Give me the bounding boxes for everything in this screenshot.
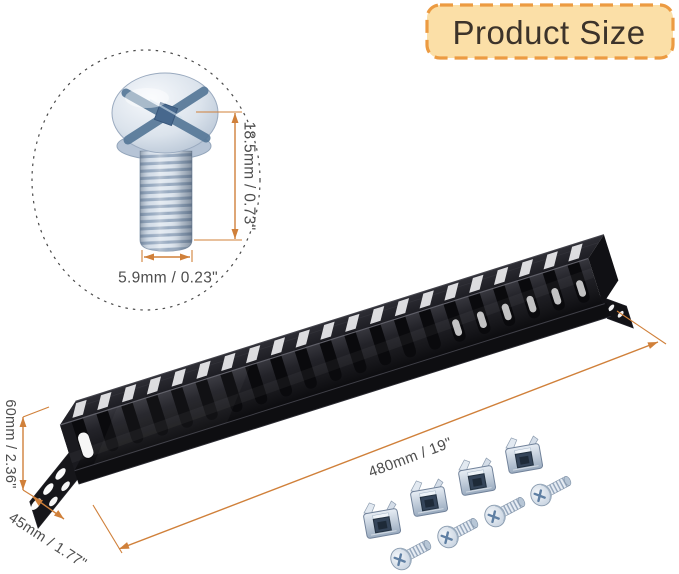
mounting-screw bbox=[385, 532, 437, 574]
cage-nut bbox=[407, 475, 449, 518]
panel-length-label: 480mm / 19" bbox=[366, 434, 454, 481]
screw-photo bbox=[111, 72, 219, 252]
top-slot bbox=[171, 368, 186, 387]
arrowhead-icon bbox=[53, 510, 64, 519]
slot-see-through bbox=[501, 303, 512, 321]
banner: Product Size bbox=[425, 3, 675, 60]
slot-see-through bbox=[452, 319, 463, 336]
cage-nut bbox=[455, 454, 497, 497]
banner-title: Product Size bbox=[452, 14, 645, 51]
top-slot bbox=[543, 251, 558, 270]
front-slot bbox=[393, 315, 417, 358]
panel-depth-label: 45mm / 1.77" bbox=[6, 510, 90, 572]
top-slot bbox=[295, 329, 310, 348]
front-slot bbox=[195, 377, 218, 420]
top-slot bbox=[246, 345, 261, 364]
top-slot bbox=[518, 259, 534, 278]
slot-see-through bbox=[576, 280, 587, 297]
front-slot bbox=[269, 354, 293, 397]
front-slot bbox=[120, 401, 144, 444]
front-slot bbox=[368, 323, 392, 366]
top-slot bbox=[469, 274, 484, 293]
top-slot bbox=[72, 399, 87, 418]
finger-slots bbox=[71, 243, 590, 460]
panel-flange bbox=[74, 302, 611, 485]
dimension-arrowheads bbox=[19, 113, 658, 549]
top-slot bbox=[122, 384, 137, 403]
top-slot bbox=[568, 243, 583, 262]
front-slot bbox=[170, 385, 193, 428]
screw-diameter-label: 5.9mm / 0.23" bbox=[118, 269, 218, 286]
arrowhead-icon bbox=[231, 229, 239, 239]
arrowhead-icon bbox=[19, 480, 27, 490]
front-slot bbox=[95, 409, 119, 452]
slot-see-through bbox=[476, 311, 487, 329]
cage-nut bbox=[502, 432, 544, 475]
mounting-screw bbox=[432, 510, 484, 553]
cable-management-panel bbox=[29, 234, 634, 530]
front-slot bbox=[343, 330, 367, 374]
top-slot bbox=[270, 337, 286, 356]
front-slot bbox=[244, 362, 268, 405]
screw-dimensions: 18.5mm / 0.73" 5.9mm / 0.23" bbox=[118, 111, 258, 286]
arrowhead-icon bbox=[119, 542, 130, 549]
top-slot bbox=[320, 321, 335, 340]
mounting-screw bbox=[479, 489, 531, 532]
top-slot bbox=[419, 290, 434, 309]
top-slot bbox=[394, 298, 410, 317]
cage-nut bbox=[360, 497, 402, 540]
arrowhead-icon bbox=[33, 497, 44, 506]
arrowhead-icon bbox=[144, 253, 154, 261]
arrowhead-icon bbox=[180, 253, 190, 261]
top-slot bbox=[146, 376, 162, 395]
top-slot bbox=[444, 282, 459, 301]
arrowhead-icon bbox=[231, 113, 239, 123]
arrowhead-icon bbox=[647, 342, 658, 349]
mounting-screw bbox=[525, 468, 577, 511]
slot-see-through bbox=[551, 288, 562, 305]
screw-inset: 18.5mm / 0.73" 5.9mm / 0.23" bbox=[31, 49, 261, 311]
front-slot bbox=[145, 393, 169, 436]
panel-height-label: 60mm / 2.36" bbox=[2, 399, 18, 488]
top-slot bbox=[221, 352, 236, 372]
slot-see-through bbox=[526, 295, 537, 313]
screw-height-label: 18.5mm / 0.73" bbox=[241, 122, 258, 231]
top-slot bbox=[97, 391, 112, 411]
top-slot bbox=[345, 313, 360, 332]
arrowhead-icon bbox=[19, 417, 27, 427]
front-slot bbox=[319, 338, 342, 381]
front-slot bbox=[418, 307, 441, 350]
top-slot bbox=[370, 305, 385, 325]
duct-right-end bbox=[588, 234, 619, 305]
top-slot bbox=[196, 360, 211, 379]
open-end-slot-highlight bbox=[78, 432, 94, 458]
top-slot bbox=[493, 266, 509, 286]
banner-background bbox=[425, 3, 675, 60]
front-slot bbox=[219, 369, 243, 413]
front-slot bbox=[294, 346, 317, 389]
